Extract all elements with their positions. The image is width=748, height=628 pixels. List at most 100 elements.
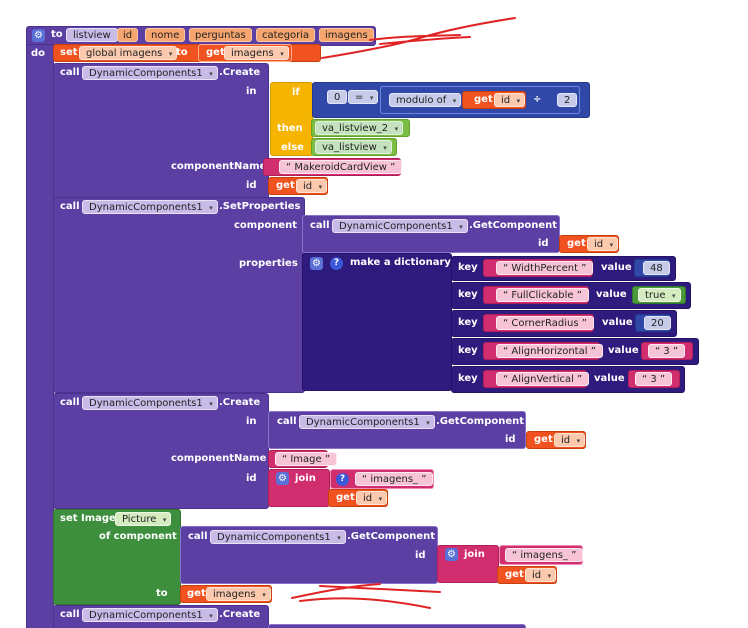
chevron-down-icon: ▾ — [394, 125, 399, 133]
param-perguntas[interactable]: perguntas — [189, 28, 252, 42]
component-name: DynamicComponents1 — [217, 532, 331, 543]
get-id-name: id — [501, 95, 511, 106]
component-name: DynamicComponents1 — [89, 202, 203, 213]
join-label: join — [464, 549, 485, 560]
component-name: DynamicComponents1 — [339, 221, 453, 232]
gear-icon[interactable]: ⚙ — [276, 472, 289, 485]
component-dropdown[interactable]: DynamicComponents1▾ — [299, 415, 435, 429]
value-number[interactable]: 20 — [644, 316, 671, 330]
in-socket-label: in — [246, 416, 257, 427]
chevron-down-icon: ▾ — [209, 612, 213, 620]
get-id-dropdown[interactable]: id ▾ — [587, 237, 619, 251]
pair-key-label: key — [458, 317, 478, 328]
get-id-dropdown[interactable]: id▾ — [494, 93, 526, 107]
get-var-name: imagens — [231, 48, 274, 59]
call-label: call — [60, 67, 80, 78]
pair-value-label: value — [596, 289, 627, 300]
key-text[interactable]: “ CornerRadius ” — [496, 316, 594, 330]
help-icon[interactable]: ? — [330, 257, 343, 270]
getcomponent-block-partial[interactable] — [268, 624, 526, 628]
component-dropdown[interactable]: DynamicComponents1▾ — [210, 530, 346, 544]
two-number[interactable]: 2 — [557, 93, 578, 107]
create-block-1[interactable] — [53, 63, 269, 199]
boolean-value: true — [645, 290, 666, 301]
chevron-down-icon: ▾ — [609, 241, 614, 249]
pair-key-label: key — [458, 289, 478, 300]
key-text[interactable]: “ WidthPercent ” — [496, 261, 594, 275]
chevron-down-icon: ▾ — [426, 419, 430, 427]
get-var-dropdown[interactable]: imagens▾ — [206, 587, 271, 601]
help-icon[interactable]: ? — [336, 473, 349, 486]
get-label: get — [505, 569, 524, 580]
join-string-value: imagens_ — [520, 550, 569, 561]
param-categoria[interactable]: categoria — [256, 28, 316, 42]
red-scribble-bottom — [291, 583, 441, 609]
call-label: call — [60, 201, 80, 212]
image-type-value: Image — [290, 454, 322, 465]
get-label: get — [474, 94, 493, 105]
chevron-down-icon: ▾ — [280, 50, 284, 58]
param-id[interactable]: id — [117, 28, 139, 42]
gear-icon[interactable]: ⚙ — [32, 29, 45, 42]
make-dictionary-label: make a dictionary — [350, 257, 451, 268]
call-label: call — [60, 397, 80, 408]
get-id-name: id — [594, 239, 604, 250]
then-dropdown[interactable]: va_listview_2▾ — [315, 121, 404, 135]
component-dropdown[interactable]: DynamicComponents1▾ — [82, 200, 218, 214]
make-dictionary-block[interactable] — [302, 253, 452, 391]
param-imagens[interactable]: imagens — [319, 28, 374, 42]
join-text[interactable]: “ imagens_ ” — [505, 548, 584, 562]
component-dropdown[interactable]: DynamicComponents1▾ — [332, 219, 468, 233]
if-label: if — [292, 87, 300, 98]
global-var-dropdown[interactable]: global imagens ▾ — [79, 46, 178, 60]
get-id-name: id — [532, 570, 542, 581]
setproperties-block[interactable] — [53, 197, 305, 393]
component-dropdown[interactable]: DynamicComponents1▾ — [82, 396, 218, 410]
getcomponent-block[interactable] — [302, 215, 560, 253]
value-text[interactable]: “ 3 ” — [635, 372, 673, 386]
image-type-text[interactable]: “ Image ” — [275, 452, 338, 466]
key-value: AlignHorizontal — [511, 346, 588, 357]
gear-icon[interactable]: ⚙ — [445, 548, 458, 561]
global-var-name: global imagens — [86, 48, 163, 59]
image-property-dropdown[interactable]: Picture▾ — [115, 512, 172, 526]
modulo-dropdown[interactable]: modulo of▾ — [389, 93, 462, 107]
boolean-dropdown[interactable]: true▾ — [638, 288, 681, 302]
operator-dropdown[interactable]: =▾ — [348, 90, 379, 104]
properties-socket-label: properties — [239, 258, 298, 269]
set-image-label: set Image. — [60, 513, 120, 524]
getcomponent-method: .GetComponent — [469, 220, 558, 231]
key-text[interactable]: “ FullClickable ” — [496, 288, 589, 302]
gear-icon[interactable]: ⚙ — [310, 257, 323, 270]
component-name: DynamicComponents1 — [89, 610, 203, 621]
chevron-down-icon: ▾ — [168, 50, 173, 58]
getcomponent-method: .GetComponent — [436, 416, 525, 427]
get-var-dropdown[interactable]: imagens ▾ — [224, 46, 289, 60]
value-text[interactable]: “ 3 ” — [648, 344, 686, 358]
param-nome[interactable]: nome — [145, 28, 186, 42]
card-type-text[interactable]: “ MakeroidCardView ” — [279, 160, 403, 174]
join-text[interactable]: “ imagens_ ” — [355, 472, 434, 486]
get-label: get — [187, 588, 206, 599]
get-id-dropdown[interactable]: id▾ — [356, 491, 388, 505]
key-text[interactable]: “ AlignVertical ” — [496, 372, 590, 386]
get-var-name: imagens — [213, 589, 256, 600]
key-text[interactable]: “ AlignHorizontal ” — [496, 344, 603, 358]
create-block-2[interactable] — [53, 393, 269, 509]
get-label: get — [534, 434, 553, 445]
get-id-dropdown[interactable]: id▾ — [296, 179, 328, 193]
else-dropdown[interactable]: va_listview▾ — [315, 140, 392, 154]
component-dropdown[interactable]: DynamicComponents1 ▾ — [82, 608, 218, 622]
divide-symbol: ÷ — [533, 94, 542, 105]
then-label: then — [277, 123, 303, 134]
get-id-dropdown[interactable]: id▾ — [554, 433, 586, 447]
proc-name-field[interactable]: listview — [66, 28, 118, 42]
chevron-down-icon: ▾ — [209, 400, 213, 408]
id-socket-label: id — [538, 238, 549, 249]
value-number[interactable]: 48 — [643, 261, 670, 275]
get-id-dropdown[interactable]: id▾ — [525, 568, 557, 582]
zero-number[interactable]: 0 — [327, 90, 348, 104]
component-socket-label: component — [234, 220, 298, 231]
component-dropdown[interactable]: DynamicComponents1▾ — [82, 66, 218, 80]
